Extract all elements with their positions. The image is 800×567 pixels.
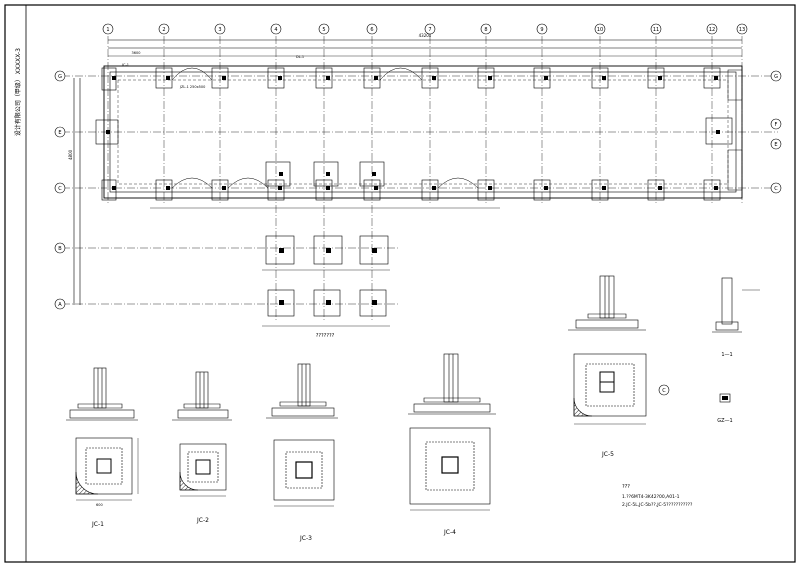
axis-bubbles: 1 2 3 4 5 6 7 8 9 10 11 12 13 G E C B A … <box>54 23 782 310</box>
jc-5-label: JC-5 <box>601 451 614 458</box>
title-block-side-text: 设计有限公司（甲级） XXXXX-3 <box>14 48 22 136</box>
svg-text:G: G <box>774 74 778 80</box>
svg-text:A: A <box>58 302 62 308</box>
jc-1-plan <box>75 437 139 501</box>
jc-3-plan <box>273 439 335 507</box>
plan-overall-dim: 43200 <box>419 33 432 38</box>
jc-1-dim: 600 <box>96 503 103 507</box>
svg-text:2: 2 <box>162 27 165 33</box>
notes: ??? 1.??6MT4-3K42?00,A01-1 2.JC-5L,JC-5b… <box>622 484 693 508</box>
jc-4-label: JC-4 <box>443 529 456 536</box>
sheet-border <box>4 4 796 563</box>
detail-jc-1: JC-1 600 <box>66 367 139 528</box>
jc-1-section <box>66 367 138 421</box>
svg-text:11: 11 <box>653 27 659 33</box>
plan-foundation-tag: JC-1 <box>121 63 129 67</box>
svg-text:E: E <box>774 142 777 148</box>
section-1-1: 1—1 <box>712 277 760 358</box>
foundation-plan: 43200 4800 <box>62 33 778 339</box>
notes-title: ??? <box>622 484 630 490</box>
svg-text:3: 3 <box>218 27 221 33</box>
axis-top-9: 9 <box>536 23 548 35</box>
detail-jc-5: C JC-5 <box>568 275 670 458</box>
axis-top-8: 8 <box>480 23 492 35</box>
detail-jc-2: JC-2 <box>172 371 232 524</box>
svg-text:13: 13 <box>739 27 745 33</box>
plan-bay-dim: 3600 <box>132 51 141 55</box>
jc-4-plan <box>409 427 491 511</box>
gz-1-label: GZ—1 <box>717 418 732 424</box>
svg-text:9: 9 <box>540 27 543 33</box>
jc-3-label: JC-3 <box>299 535 312 542</box>
svg-text:B: B <box>58 246 62 252</box>
svg-text:5: 5 <box>322 27 325 33</box>
column-gz-1: GZ—1 <box>717 393 733 424</box>
svg-text:1: 1 <box>106 27 109 33</box>
plan-tie-tag: JZL-1 250x500 <box>179 85 205 89</box>
svg-text:C: C <box>58 186 62 192</box>
section-1-1-label: 1—1 <box>721 352 732 358</box>
axis-left-E: E <box>54 126 66 138</box>
detail-jc-4: JC-4 <box>408 353 496 536</box>
axis-right-G: G <box>770 70 782 82</box>
svg-text:10: 10 <box>597 27 603 33</box>
svg-text:8: 8 <box>484 27 487 33</box>
svg-text:12: 12 <box>709 27 715 33</box>
svg-text:G: G <box>58 74 62 80</box>
axis-top-13: 13 <box>736 23 748 35</box>
jc-2-label: JC-2 <box>196 517 209 524</box>
axis-top-3: 3 <box>214 23 226 35</box>
jc-1-label: JC-1 <box>91 521 104 528</box>
notes-line-1: 1.??6MT4-3K42?00,A01-1 <box>622 494 680 500</box>
axis-top-2: 2 <box>158 23 170 35</box>
axis-left-A: A <box>54 298 66 310</box>
axis-top-11: 11 <box>650 23 662 35</box>
axis-top-12: 12 <box>706 23 718 35</box>
jc-2-plan <box>179 443 227 497</box>
axis-left-B: B <box>54 242 66 254</box>
axis-top-7: 7 <box>424 23 436 35</box>
axis-top-6: 6 <box>366 23 378 35</box>
svg-text:7: 7 <box>428 27 431 33</box>
svg-text:4: 4 <box>274 27 277 33</box>
svg-text:6: 6 <box>370 27 373 33</box>
svg-text:F: F <box>775 122 778 128</box>
axis-left-G: G <box>54 70 66 82</box>
jc-5-plan <box>573 353 647 425</box>
svg-text:E: E <box>58 130 61 136</box>
axis-top-5: 5 <box>318 23 330 35</box>
axis-right-E: E <box>770 138 782 150</box>
svg-text:C: C <box>662 388 666 394</box>
detail-jc-3: JC-3 <box>266 363 338 542</box>
jc-5-section <box>568 275 646 331</box>
plan-beam-tag: DL-1 <box>296 55 304 59</box>
axis-right-C: C <box>770 182 782 194</box>
notes-line-2: 2.JC-5L,JC-5b??,JC-5??????????? <box>622 502 693 508</box>
axis-right-F: F <box>770 118 782 130</box>
axis-top-10: 10 <box>594 23 606 35</box>
jc-4-section <box>408 353 496 415</box>
plan-caption: ??????? <box>316 333 335 339</box>
jc-2-section <box>172 371 232 421</box>
svg-text:C: C <box>774 186 778 192</box>
axis-top-1: 1 <box>102 23 114 35</box>
axis-left-C: C <box>54 182 66 194</box>
plan-side-dim: 4800 <box>68 149 73 160</box>
axis-top-4: 4 <box>270 23 282 35</box>
jc-3-section <box>266 363 338 419</box>
